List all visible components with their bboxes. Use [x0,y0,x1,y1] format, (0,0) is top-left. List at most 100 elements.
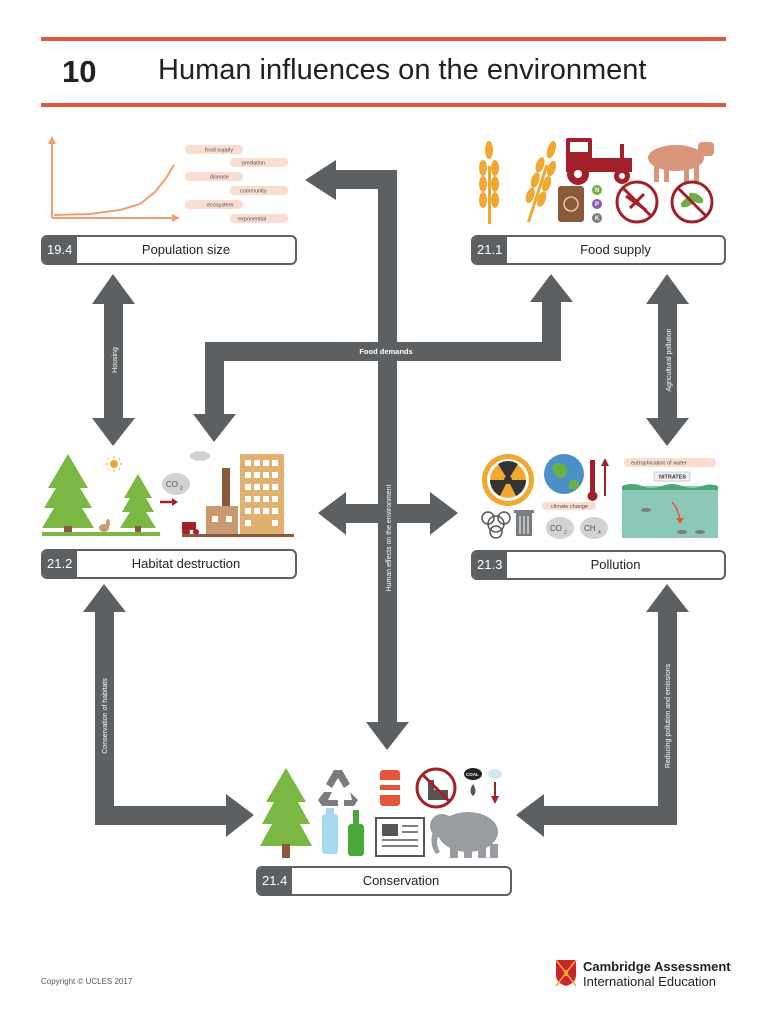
smoke-cloud-icon: CO 2 [162,451,210,495]
tag-pill [230,158,288,167]
topic-label: Habitat destruction [131,556,241,571]
svg-text:CH: CH [584,524,596,533]
topic-number: 21.1 [473,237,507,263]
exponential-growth-curve [53,164,175,216]
chapter-number: 10 [62,54,97,89]
graph-y-axis-arrowhead [48,136,56,144]
middle-arrow-shaft [340,504,436,523]
spine-arrow-shaft [378,172,397,728]
housing-arrowhead-down [92,418,135,446]
wheat-icon [479,141,499,224]
habitats-arrow-horizontal [95,806,230,825]
reducing-pollution-label: Reducing pollution and emissions [665,663,672,768]
graph-x-axis-arrowhead [172,214,180,222]
reducing-arrowhead-up [646,584,689,612]
tag-pill [230,214,288,223]
topic-label: Conservation [362,873,440,888]
no-pests-icon [615,180,659,224]
housing-arrow-shaft [104,300,123,422]
food-demands-label: Food demands [359,347,412,356]
trash-can-icon [514,510,534,536]
header-rule-bottom [41,103,726,107]
food-supply-illustration: N P K [479,138,714,224]
topic-pollution[interactable]: 21.3 Pollution [471,550,726,580]
population-tag: predation [242,161,265,167]
up-arrow-icon [601,458,609,496]
reducing-arrow-horizontal [540,806,677,825]
biohazard-icon [481,511,511,539]
svg-text:CO: CO [550,524,562,533]
habitat-destruction-illustration: CO 2 [42,451,294,537]
ground-strip [182,534,294,537]
agri-arrow-shaft [658,300,677,422]
rabbit-icon [99,519,110,532]
habitat-arrowhead-down [193,414,236,442]
agri-arrowhead-up [646,274,689,304]
tag-pill [185,172,243,181]
sun-icon [106,456,122,472]
tree-icon [42,454,94,536]
agricultural-pollution-label: Agricultural pollution [666,328,673,391]
thermometer-icon [587,460,598,501]
brand-name: Cambridge Assessment [583,959,731,974]
topic-number: 21.3 [473,552,507,578]
svg-text:NITRATES: NITRATES [659,475,686,481]
housing-arrowhead-up [92,274,135,304]
factory-icon [206,468,238,534]
topic-label: Pollution [590,557,641,572]
newspaper-icon [375,817,425,857]
population-tag: community [240,189,267,195]
svg-text:climate change: climate change [551,504,588,510]
svg-text:CO: CO [166,480,178,489]
reducing-arrow-vertical [658,610,677,825]
no-weeds-icon [670,180,714,224]
cambridge-shield-logo [555,959,577,987]
housing-label: Housing [112,347,119,373]
tractor-icon [182,522,199,536]
topic-number: 21.4 [258,868,292,894]
population-tag: exponential [238,217,266,223]
npk-icon: N P K [592,185,602,223]
population-arrowhead [305,160,336,200]
radiation-icon [482,454,534,506]
svg-text:eutrophication of water: eutrophication of water [631,461,687,467]
topic-habitat-destruction[interactable]: 21.2 Habitat destruction [41,549,297,579]
topic-label: Food supply [580,242,651,257]
population-arrow-shaft [332,170,397,189]
tag-pill [230,186,288,195]
fertilizer-bag-icon [558,186,584,222]
grass-strip [42,532,160,536]
svg-text:COAL: COAL [466,772,479,777]
spine-arrowhead-down [366,722,409,750]
food-demands-right-rise [542,300,561,361]
svg-text:K: K [595,216,600,222]
red-arrow-icon [160,498,178,506]
water-bottle-icon [322,808,338,854]
brand-subtitle: International Education [583,974,716,989]
food-demands-bar [205,342,561,361]
agri-arrowhead-down [646,418,689,446]
topic-number: 21.2 [43,551,77,577]
svg-text:P: P [595,202,599,208]
svg-text:2: 2 [564,530,567,536]
header-rule-top [41,37,726,41]
habitats-arrowhead-up [83,584,126,612]
food-supply-arrowhead-up [530,274,573,302]
population-graph-illustration: food supply predation disease community … [48,136,288,223]
tree-icon [120,474,156,536]
globe-icon [544,454,584,494]
topic-conservation[interactable]: 21.4 Conservation [256,866,512,896]
topic-population-size[interactable]: 19.4 Population size [41,235,297,265]
co2-cloud-icon: CO 2 [546,517,574,539]
copyright-text: Copyright © UCLES 2017 [41,977,133,986]
down-arrow-icon [488,769,502,804]
chapter-title: Human influences on the environment [158,54,647,86]
cow-icon [648,142,714,182]
building-icon [240,454,284,534]
middle-arrowhead-right [430,492,458,535]
svg-text:2: 2 [180,486,183,492]
human-effects-label: Human effects on the environment [386,485,393,592]
nitrates-tag: NITRATES [653,471,691,482]
tag-pill [185,200,243,209]
topic-food-supply[interactable]: 21.1 Food supply [471,235,726,265]
